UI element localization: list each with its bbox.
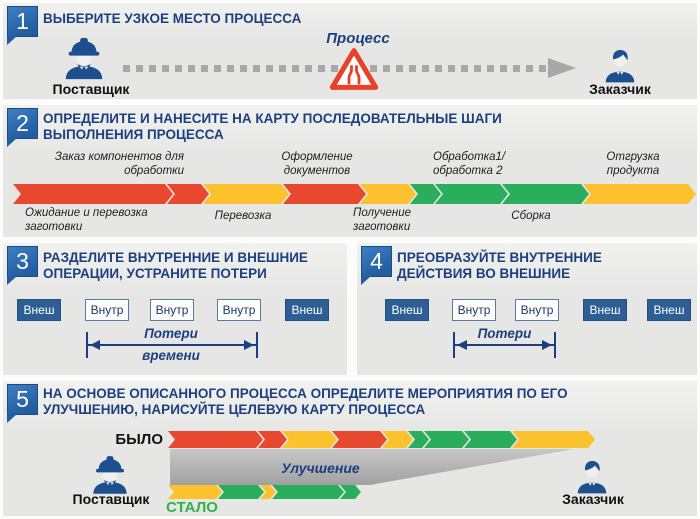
chain-segment-green bbox=[340, 485, 361, 499]
internal-op-box: Внутр bbox=[85, 299, 129, 321]
step-2-title: ОПРЕДЕЛИТЕ И НАНЕСИТЕ НА КАРТУ ПОСЛЕДОВА… bbox=[43, 111, 502, 143]
step-label-machining: Обработка1/ обработка 2 bbox=[433, 151, 506, 178]
chain-segment-green bbox=[408, 431, 429, 448]
supplier-figure bbox=[89, 453, 131, 496]
step-label-transport: Перевозка bbox=[214, 210, 272, 222]
worker-icon bbox=[93, 456, 127, 494]
chain-segment-yellow bbox=[168, 485, 222, 499]
step-label-shipping: Отгрузка продукта bbox=[606, 151, 660, 178]
bottleneck-marker bbox=[329, 45, 379, 93]
loss-label: Потери bbox=[477, 326, 532, 341]
time-loss-label-line2: времени bbox=[142, 348, 200, 363]
step-5-panel: 5 НА ОСНОВЕ ОПИСАННОГО ПРОЦЕССА ОПРЕДЕЛИ… bbox=[3, 381, 697, 516]
span-bar-right bbox=[256, 332, 258, 358]
chain-segment-green bbox=[464, 431, 517, 448]
improvement-label: Улучшение bbox=[281, 460, 360, 476]
step-label-receive-workpiece: Получение заготовки bbox=[353, 207, 412, 234]
after-arrow-chain bbox=[168, 485, 368, 499]
external-op-box: Внеш bbox=[17, 299, 61, 321]
loss-span-line bbox=[88, 344, 256, 346]
external-op-box: Внеш bbox=[285, 299, 329, 321]
chain-segment-red bbox=[13, 184, 173, 204]
customer-figure bbox=[573, 457, 611, 495]
step-5-number-badge: 5 bbox=[7, 384, 38, 423]
supplier-label: Поставщик bbox=[72, 491, 150, 507]
internal-op-box: Внутр bbox=[452, 299, 496, 321]
internal-op-box: Внутр bbox=[515, 299, 559, 321]
step-2-number-badge: 2 bbox=[7, 108, 38, 147]
step-1-number-badge: 1 bbox=[7, 6, 38, 45]
arrowhead-left-icon bbox=[90, 340, 100, 350]
arrowhead-right-icon bbox=[244, 340, 254, 350]
chain-segment-yellow bbox=[203, 184, 289, 204]
external-op-box: Внеш bbox=[583, 299, 627, 321]
chain-segment-yellow bbox=[360, 184, 416, 204]
before-arrow-chain bbox=[168, 431, 598, 448]
chain-segment-green bbox=[502, 184, 589, 204]
step-4-number-badge: 4 bbox=[361, 246, 392, 285]
customer-label: Заказчик bbox=[562, 491, 624, 507]
chain-segment-yellow bbox=[512, 431, 595, 448]
external-op-box: Внеш bbox=[385, 299, 429, 321]
step-3-number-badge: 3 bbox=[7, 246, 38, 285]
step-1-title: ВЫБЕРИТЕ УЗКОЕ МЕСТО ПРОЦЕССА bbox=[43, 11, 302, 26]
loss-span-line bbox=[455, 344, 554, 346]
internal-op-box: Внутр bbox=[150, 299, 194, 321]
step-2-panel: 2 ОПРЕДЕЛИТЕ И НАНЕСИТЕ НА КАРТУ ПОСЛЕДО… bbox=[3, 105, 697, 237]
step-3-panel: 3 РАЗДЕЛИТЕ ВНУТРЕННИЕ И ВНЕШНИЕ ОПЕРАЦИ… bbox=[3, 243, 347, 375]
worker-icon bbox=[65, 37, 103, 80]
step-label-order-components: Заказ компонентов для обработки bbox=[54, 151, 184, 178]
chain-segment-green bbox=[435, 184, 508, 204]
external-op-box: Внеш bbox=[647, 299, 691, 321]
chain-segment-yellow bbox=[282, 431, 337, 448]
chain-segment-green bbox=[218, 485, 264, 499]
step-4-panel: 4 ПРЕОБРАЗУЙТЕ ВНУТРЕННИЕ ДЕЙСТВИЯ ВО ВН… bbox=[357, 243, 697, 375]
step-label-paperwork: Оформление документов bbox=[281, 151, 353, 178]
chain-segment-yellow bbox=[260, 485, 276, 499]
supplier-figure bbox=[61, 34, 107, 82]
chain-segment-red bbox=[258, 431, 287, 448]
flow-arrowhead-icon bbox=[548, 58, 576, 78]
chain-segment-green bbox=[424, 431, 469, 448]
span-bar-left bbox=[86, 332, 88, 358]
road-narrows-warning-icon bbox=[329, 48, 379, 90]
chain-segment-green bbox=[410, 184, 441, 204]
chain-segment-red bbox=[168, 431, 263, 448]
process-flow-dashed-line bbox=[123, 65, 548, 72]
step-label-waiting-transport: Ожидание и перевозка заготовки bbox=[25, 207, 148, 234]
businessman-icon bbox=[605, 49, 635, 83]
step-label-assembly: Сборка bbox=[511, 210, 551, 222]
span-bar-left bbox=[453, 332, 455, 358]
chain-segment-yellow bbox=[382, 431, 413, 448]
step-5-title: НА ОСНОВЕ ОПИСАННОГО ПРОЦЕССА ОПРЕДЕЛИТЕ… bbox=[43, 386, 568, 418]
step-1-panel: 1 ВЫБЕРИТЕ УЗКОЕ МЕСТО ПРОЦЕССА Поставщи… bbox=[3, 3, 697, 99]
customer-figure bbox=[601, 46, 639, 84]
time-loss-label-line1: Потери bbox=[144, 326, 198, 341]
step-3-title: РАЗДЕЛИТЕ ВНУТРЕННИЕ И ВНЕШНИЕ ОПЕРАЦИИ,… bbox=[43, 250, 308, 282]
chain-segment-green bbox=[272, 485, 344, 499]
after-label: СТАЛО bbox=[166, 499, 218, 516]
span-bar-right bbox=[554, 332, 556, 358]
chain-segment-red bbox=[332, 431, 387, 448]
step-4-title: ПРЕОБРАЗУЙТЕ ВНУТРЕННИЕ ДЕЙСТВИЯ ВО ВНЕШ… bbox=[397, 250, 602, 282]
process-map-arrow-chain bbox=[13, 184, 697, 204]
arrowhead-left-icon bbox=[457, 340, 467, 350]
chain-segment-red bbox=[167, 184, 209, 204]
before-label: БЫЛО bbox=[115, 431, 163, 448]
arrowhead-right-icon bbox=[542, 340, 552, 350]
chain-segment-yellow bbox=[583, 184, 696, 204]
internal-op-box: Внутр bbox=[217, 299, 261, 321]
process-label: Процесс bbox=[326, 30, 390, 47]
supplier-label: Поставщик bbox=[52, 81, 130, 97]
businessman-icon bbox=[577, 460, 607, 494]
customer-label: Заказчик bbox=[589, 81, 651, 97]
chain-segment-red bbox=[283, 184, 366, 204]
